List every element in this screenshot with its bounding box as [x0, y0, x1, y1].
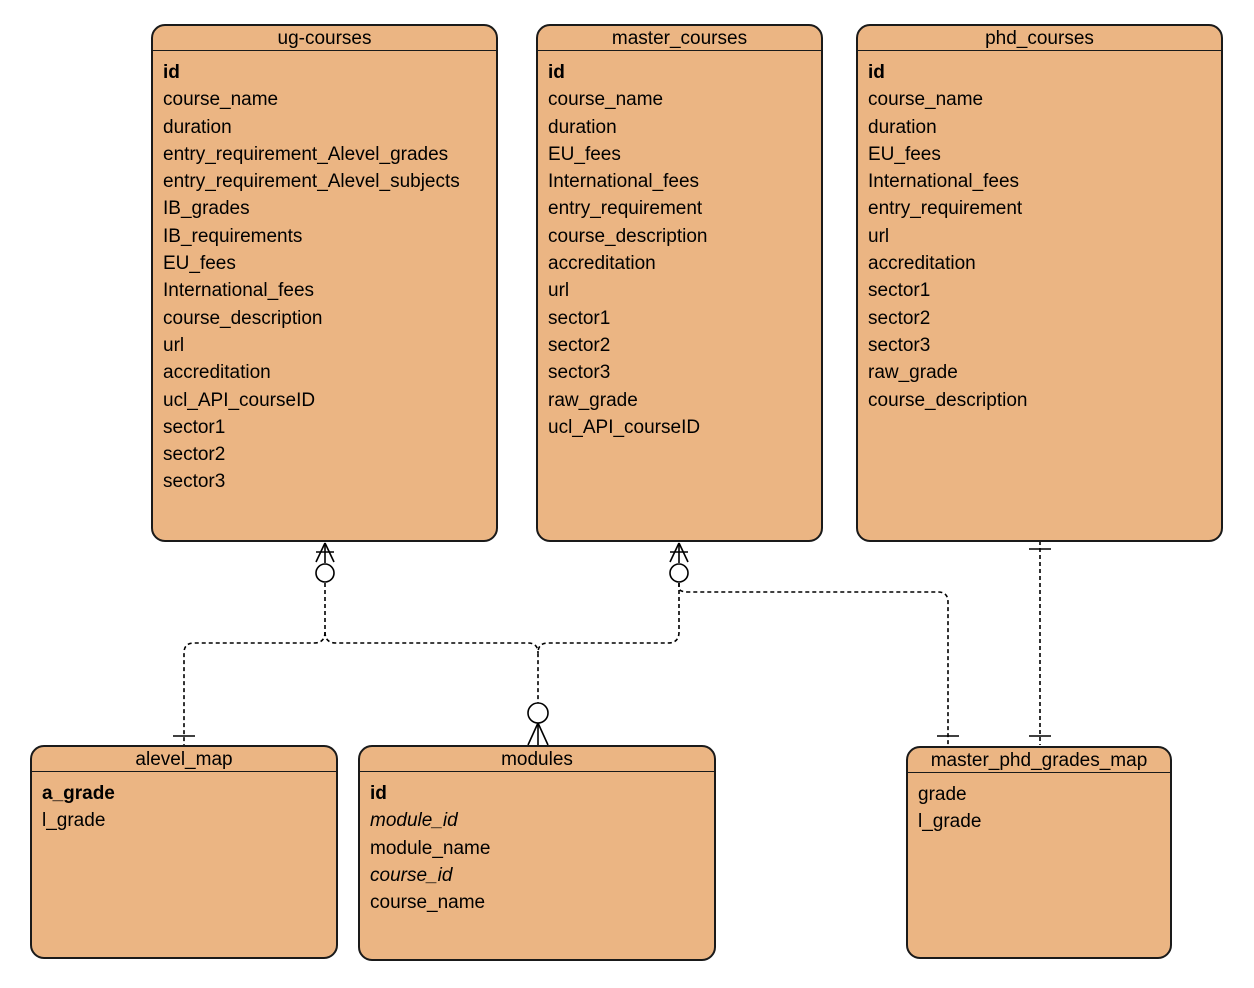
entity-title: phd_courses [858, 26, 1221, 51]
entity-title: modules [360, 747, 714, 772]
entity-field: l_grade [918, 811, 982, 833]
entity-ug-courses[interactable]: ug-courses id course_name duration entry_re… [151, 24, 498, 542]
entity-field: sector1 [163, 416, 226, 438]
entity-field: sector3 [163, 471, 226, 493]
entity-field: id [163, 62, 180, 83]
entity-field: IB_requirements [163, 225, 303, 247]
entity-field-list: id module_id module_name course_id course_na… [360, 772, 714, 916]
entity-field: ucl_API_courseID [163, 389, 316, 411]
entity-field: id [868, 62, 885, 83]
entity-field: raw_grade [868, 362, 958, 384]
connector-master-to-grades-map [678, 583, 949, 745]
entity-field: a_grade [42, 783, 115, 804]
entity-alevel-map[interactable]: alevel_map a_grade l_grade [30, 745, 338, 959]
entity-field: sector1 [548, 307, 611, 329]
entity-master-phd-grades-map[interactable]: master_phd_grades_map grade l_grade [906, 746, 1172, 959]
entity-field: entry_requirement [548, 198, 703, 220]
entity-field: url [548, 280, 570, 302]
entity-field: duration [163, 116, 232, 138]
entity-field: accreditation [163, 362, 271, 384]
entity-field: module_name [370, 837, 491, 859]
entity-field: International_fees [548, 171, 700, 193]
entity-field-list: a_grade l_grade [32, 772, 336, 835]
entity-field: id [370, 783, 387, 804]
entity-field: entry_requirement_Alevel_grades [163, 143, 449, 165]
entity-title: master_phd_grades_map [908, 748, 1170, 773]
entity-field: course_name [370, 892, 486, 914]
entity-field: International_fees [868, 171, 1020, 193]
entity-field: course_description [548, 225, 708, 247]
connector-master-courses-line [537, 583, 680, 703]
entity-field: sector3 [548, 362, 611, 384]
entity-field: grade [918, 784, 967, 805]
entity-field: course_name [548, 89, 664, 111]
entity-field-list: grade l_grade [908, 773, 1170, 836]
entity-field: course_name [163, 89, 279, 111]
entity-field: entry_requirement_Alevel_subjects [163, 171, 460, 193]
entity-field: duration [868, 116, 937, 138]
entity-field: module_id [370, 810, 458, 832]
entity-field: l_grade [42, 810, 106, 832]
entity-field: EU_fees [548, 143, 621, 165]
entity-field: sector2 [163, 444, 226, 466]
entity-field: EU_fees [868, 143, 941, 165]
entity-field: course_description [868, 389, 1028, 411]
entity-title: master_courses [538, 26, 821, 51]
entity-field: accreditation [868, 253, 976, 275]
entity-field: course_description [163, 307, 323, 329]
entity-field: IB_grades [163, 198, 250, 220]
entity-field: sector3 [868, 334, 931, 356]
entity-title: ug-courses [153, 26, 496, 51]
entity-field: sector2 [548, 334, 611, 356]
entity-field: entry_requirement [868, 198, 1023, 220]
entity-field: sector2 [868, 307, 931, 329]
entity-field: url [163, 334, 185, 356]
entity-field: url [868, 225, 890, 247]
entity-field: raw_grade [548, 389, 638, 411]
entity-field: ucl_API_courseID [548, 416, 701, 438]
entity-field: duration [548, 116, 617, 138]
entity-field-list: id course_name duration entry_requirement_A… [153, 51, 496, 496]
ug-courses-many-optional-marker [315, 542, 335, 583]
connector-ug-master-link [324, 631, 539, 654]
entity-field: accreditation [548, 253, 656, 275]
entity-field: sector1 [868, 280, 931, 302]
entity-field: id [548, 62, 565, 83]
connector-ug-courses-line [183, 583, 326, 745]
entity-title: alevel_map [32, 747, 336, 772]
entity-field: EU_fees [163, 253, 236, 275]
entity-field: International_fees [163, 280, 315, 302]
entity-field: course_name [868, 89, 984, 111]
entity-field: course_id [370, 864, 453, 886]
modules-many-optional-marker [527, 702, 549, 746]
master-courses-many-optional-marker [669, 542, 689, 583]
